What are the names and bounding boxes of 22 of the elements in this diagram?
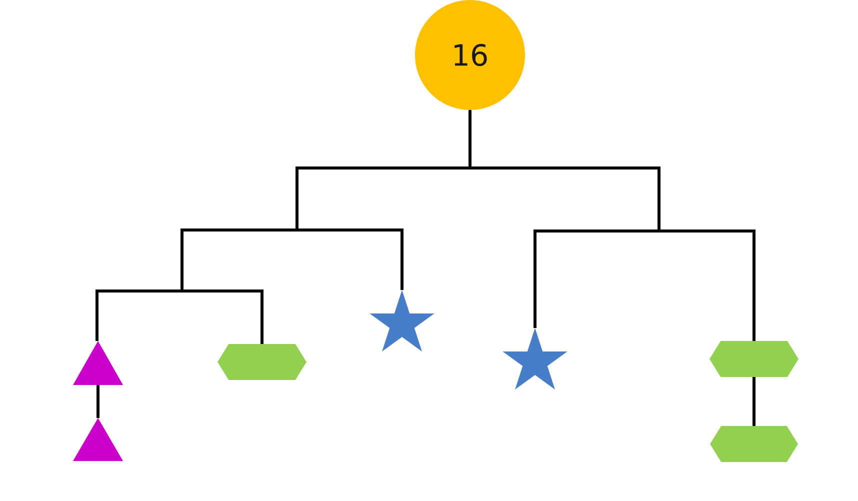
triangle (73, 341, 123, 385)
connector (96, 291, 98, 341)
connector (658, 168, 660, 230)
hexagon (710, 426, 798, 462)
connector (752, 231, 756, 341)
rod (534, 230, 756, 232)
rod (296, 166, 660, 170)
connector (96, 385, 100, 418)
hexagon (710, 341, 798, 377)
connector (468, 110, 472, 166)
connector (534, 231, 536, 328)
connector (400, 230, 404, 290)
rod (180, 228, 404, 232)
connector (296, 168, 298, 228)
connector (260, 291, 264, 344)
star (502, 328, 568, 390)
rod (96, 290, 264, 292)
hexagon (218, 344, 306, 380)
connector (180, 230, 184, 290)
triangle (73, 418, 123, 461)
connector (752, 377, 756, 426)
star (370, 290, 434, 352)
